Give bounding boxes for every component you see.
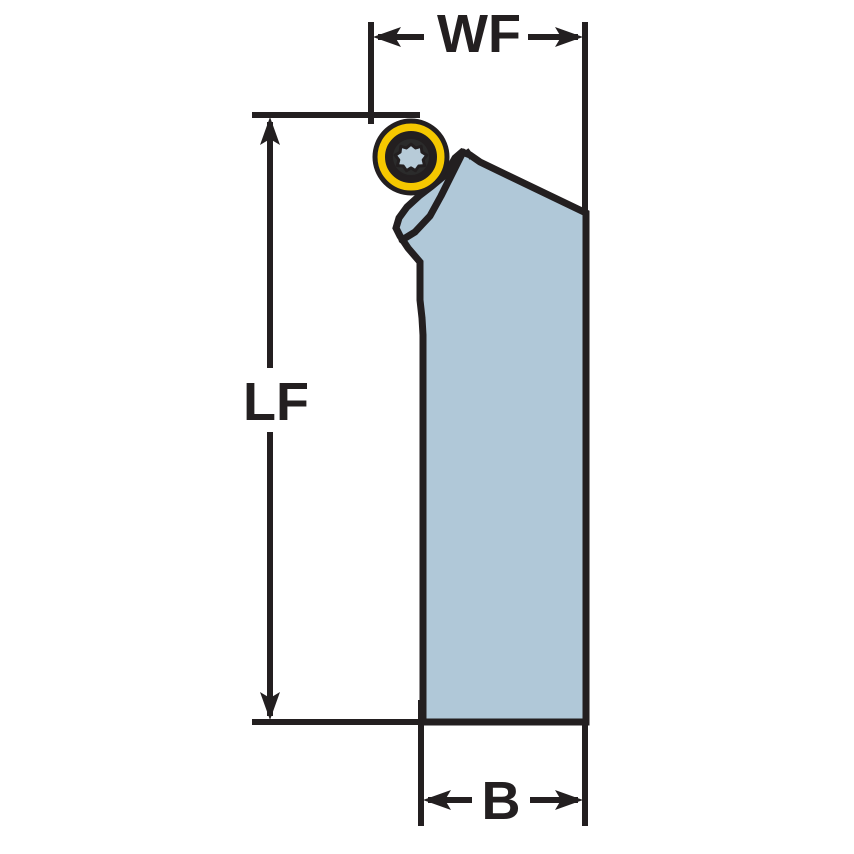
- tool-holder-body-shape: [392, 147, 590, 726]
- lf-arrowhead-top: [260, 117, 280, 145]
- head-facet-line: [463, 148, 475, 160]
- b-arrowhead-right: [555, 790, 583, 810]
- dimension-lf: LF: [243, 112, 424, 725]
- insert-seat-line: [398, 148, 467, 244]
- dimension-label-lf: LF: [243, 372, 309, 432]
- wf-arrowhead-right: [555, 27, 583, 47]
- dimension-label-b: B: [482, 771, 521, 831]
- dimension-b: B: [418, 700, 588, 831]
- wf-arrowhead-left: [373, 27, 401, 47]
- dimension-label-wf: WF: [437, 4, 521, 64]
- dimension-wf: WF: [368, 4, 588, 215]
- tool-holder-body-group: [392, 147, 590, 726]
- b-arrowhead-left: [423, 790, 451, 810]
- round-insert-group: [372, 118, 450, 196]
- lf-arrowhead-bottom: [260, 692, 280, 720]
- torx-star-recess: [393, 142, 429, 173]
